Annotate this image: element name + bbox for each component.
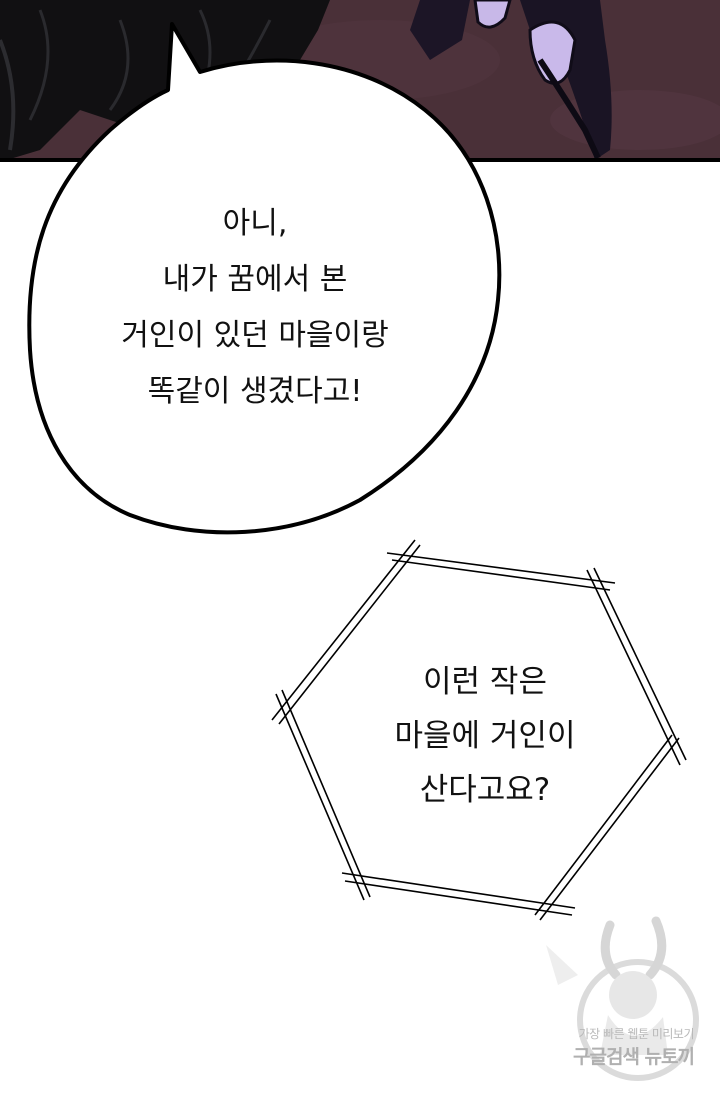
- watermark-site-name: 구글검색 뉴토끼: [573, 1046, 695, 1068]
- dialogue-line: 내가 꿈에서 본: [162, 262, 348, 297]
- dialogue-line: 아니,: [222, 206, 288, 241]
- speech-bubble-round: [27, 22, 502, 535]
- dialogue-line: 똑같이 생겼다고!: [147, 374, 363, 409]
- dialogue-line: 이런 작은: [423, 664, 547, 700]
- watermark: 가장 빠른 웹툰 미리보기 구글검색 뉴토끼: [538, 905, 708, 1090]
- dialogue-line: 거인이 있던 마을이랑: [121, 318, 389, 353]
- bunny-mascot-logo: [546, 916, 699, 1081]
- creature-legs: [410, 0, 612, 160]
- dialogue-line: 산다고요?: [419, 772, 551, 808]
- dialogue-text-1: 아니, 내가 꿈에서 본 거인이 있던 마을이랑 똑같이 생겼다고!: [70, 196, 440, 420]
- dialogue-line: 마을에 거인이: [394, 718, 576, 754]
- dialogue-text-2: 이런 작은 마을에 거인이 산다고요?: [330, 655, 640, 817]
- speech-bubble-hexagon: [271, 539, 687, 921]
- watermark-tagline: 가장 빠른 웹툰 미리보기: [578, 1027, 695, 1041]
